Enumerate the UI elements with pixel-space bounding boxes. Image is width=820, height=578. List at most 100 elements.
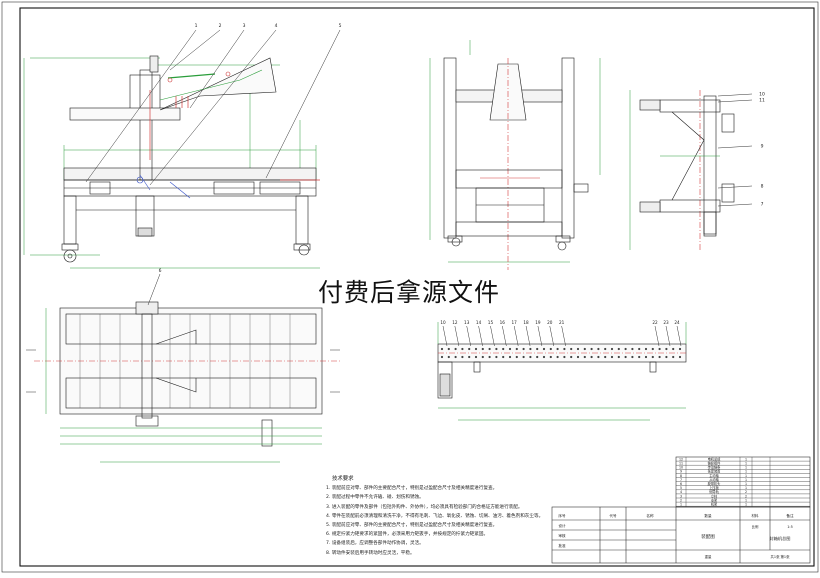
- bom-qty: 1: [745, 503, 747, 507]
- bom-index: 10: [679, 466, 683, 470]
- chain-link: [638, 355, 641, 359]
- chain-link: [597, 347, 600, 351]
- bom-index: 11: [679, 462, 683, 466]
- chain-link: [678, 355, 682, 359]
- chain-link: [604, 347, 607, 351]
- chain-link: [651, 347, 654, 351]
- bom-qty: 1: [745, 457, 747, 461]
- chain-link: [502, 347, 505, 351]
- title-col-material: 材料: [751, 513, 759, 518]
- leader-line: [502, 325, 507, 347]
- chain-link: [461, 355, 464, 359]
- balloon-label: 3: [243, 23, 246, 29]
- leader-line: [717, 203, 753, 207]
- front-view: [23, 29, 341, 269]
- bom-index: 2: [680, 498, 682, 502]
- chain-link: [563, 347, 566, 351]
- balloon-label: 18: [523, 320, 529, 325]
- chain-link: [447, 347, 450, 351]
- bom-index: 4: [680, 490, 682, 494]
- chain-link: [522, 355, 525, 359]
- bom-qty: 1: [745, 474, 747, 478]
- title-checker: 审核: [558, 533, 566, 538]
- bom-qty: 2: [745, 490, 747, 494]
- title-scale-value: 1:5: [787, 525, 792, 529]
- chain-link: [502, 355, 505, 359]
- side-view: [429, 40, 601, 270]
- chain-link: [617, 347, 620, 351]
- balloon-label: 7: [761, 202, 764, 208]
- chain-link: [454, 355, 457, 359]
- chain-link: [440, 347, 444, 351]
- leader-line: [513, 325, 519, 347]
- chain-link: [617, 355, 620, 359]
- balloon-label: 12: [452, 320, 458, 325]
- requirement-line: 1. 装配前应对零、部件的主要配合尺寸，特别是过盈配合尺寸及相关精度进行复查。: [326, 486, 498, 492]
- chain-link: [597, 355, 600, 359]
- bom-qty: 1: [745, 482, 747, 486]
- balloon-label: 17: [512, 320, 518, 325]
- bom-qty: 1: [745, 498, 747, 502]
- leader-line: [466, 325, 471, 347]
- balloon-label: 2: [219, 23, 222, 29]
- title-sheet-label: 共1张 第1张: [771, 554, 791, 559]
- chain-link: [542, 355, 546, 359]
- title-col-weight: 重量: [705, 554, 712, 559]
- requirement-line: 8. 转动件安装后用手转动时应灵活，平稳。: [326, 550, 415, 556]
- technical-requirements: 技术要求 1. 装配前应对零、部件的主要配合尺寸，特别是过盈配合尺寸及相关精度进…: [326, 475, 556, 558]
- leader-line: [549, 325, 555, 347]
- balloon-label: 5: [339, 23, 342, 29]
- leader-line: [717, 185, 753, 189]
- chain-link: [672, 355, 675, 359]
- chain-link: [556, 355, 559, 359]
- chain-link: [590, 355, 593, 359]
- requirement-line: 7. 设备组装后，应调整各部件动作协调，灵活。: [326, 541, 424, 547]
- balloon-label: 13: [464, 320, 470, 325]
- leader-line: [654, 325, 660, 347]
- bom-qty: 1: [745, 478, 747, 482]
- balloon-label: 10: [440, 320, 446, 325]
- bom-name: 电机总成: [708, 456, 722, 461]
- chain-link: [495, 347, 498, 351]
- chain-link: [481, 347, 484, 351]
- chain-link: [488, 347, 491, 351]
- chain-link: [542, 347, 546, 351]
- chain-link: [638, 347, 641, 351]
- balloon-label: 22: [652, 320, 658, 325]
- requirement-line: 4. 零件在装配前必须清理和清洗干净，不得有毛刺、飞边、氧化皮、锈蚀、切屑、油污…: [326, 513, 544, 519]
- chain-link: [515, 347, 518, 351]
- chain-link: [515, 355, 518, 359]
- bom-name: 立柱: [711, 493, 718, 498]
- chain-link: [610, 355, 614, 359]
- chain-link: [576, 347, 580, 351]
- title-scale-label: 比例: [752, 524, 759, 529]
- leader-line: [454, 325, 460, 347]
- chain-link: [529, 355, 532, 359]
- balloon-label: 10: [759, 92, 765, 98]
- leader-line: [717, 145, 753, 149]
- bom-index: 3: [680, 494, 682, 498]
- chain-link: [522, 347, 525, 351]
- chain-view: [437, 322, 687, 421]
- balloon-label: 23: [663, 320, 669, 325]
- leader-line: [561, 325, 566, 347]
- chain-link: [461, 347, 464, 351]
- leader-line: [665, 325, 671, 347]
- bom-index: 9: [680, 470, 682, 474]
- balloon-label: 15: [488, 320, 494, 325]
- chain-link: [556, 347, 559, 351]
- balloon-label: 16: [500, 320, 506, 325]
- title-col-index: 序号: [558, 513, 566, 518]
- chain-link: [631, 347, 634, 351]
- chain-link: [631, 355, 634, 359]
- leader-line: [537, 325, 543, 347]
- balloon-label: 8: [761, 184, 764, 190]
- bom-qty: 2: [745, 494, 747, 498]
- bom-name: 链轮组件: [708, 461, 722, 466]
- balloon-label: 4: [275, 23, 278, 29]
- balloon-label: 20: [547, 320, 553, 325]
- bom-name: 侧导轨: [709, 489, 719, 494]
